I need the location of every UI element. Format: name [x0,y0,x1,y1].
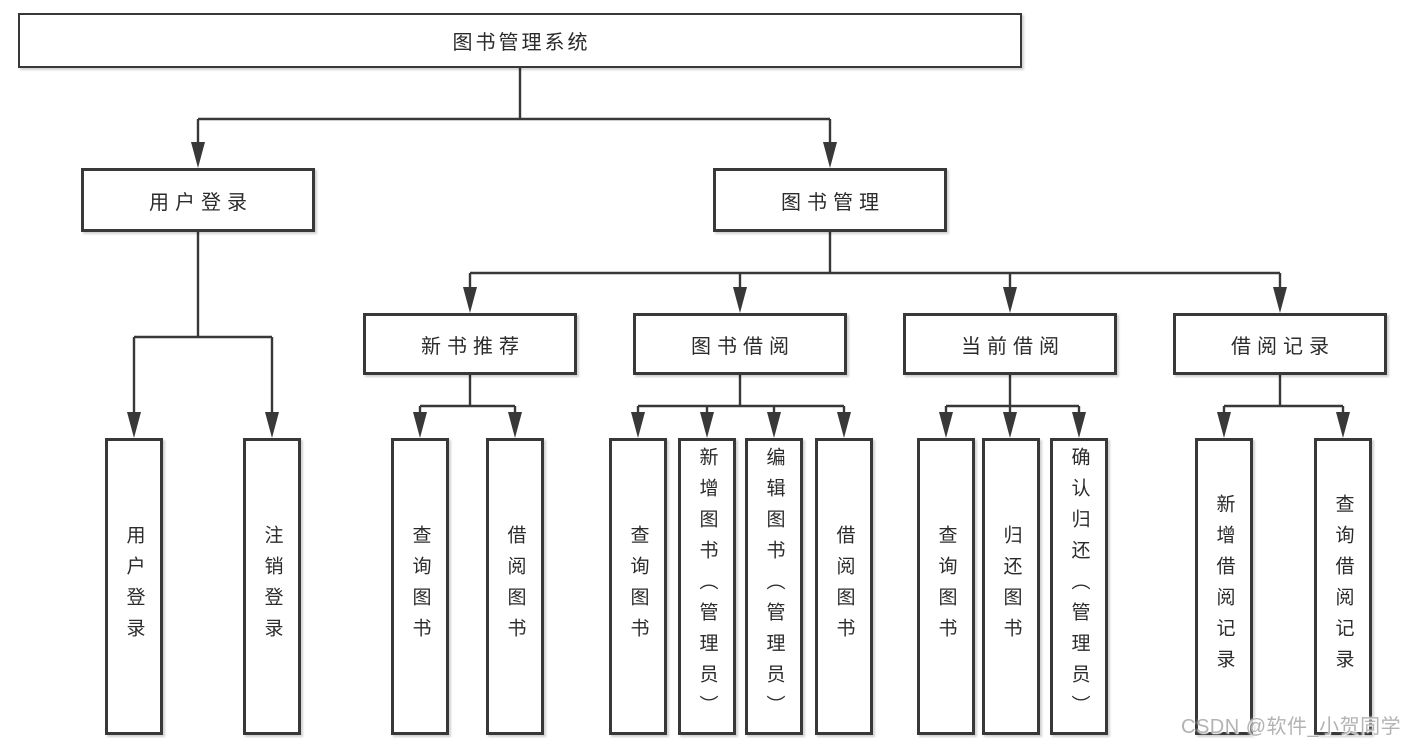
leaf-query-books-current: 查询图书 [917,438,975,735]
leaf-label: 查询图书 [627,524,649,649]
leaf-label: 归还图书 [1000,524,1022,649]
leaf-label: 借阅图书 [833,524,855,649]
node-root-system: 图书管理系统 [18,13,1022,68]
node-label: 借阅记录 [1231,335,1335,358]
node-label: 用户登录 [149,191,253,214]
leaf-label: 用户登录 [123,524,145,649]
leaf-borrow-books: 借阅图书 [815,438,873,735]
node-label: 图书管理系统 [452,32,591,54]
leaf-borrow-books-recommend: 借阅图书 [486,438,544,735]
leaf-label: 注销登录 [261,524,283,649]
leaf-label: 新增图书（管理员） [696,447,718,726]
leaf-add-borrow-record: 新增借阅记录 [1195,438,1253,735]
tree-edges [132,68,1345,416]
leaf-label: 新增借阅记录 [1213,493,1235,680]
node-borrow-records: 借阅记录 [1173,313,1387,375]
node-current-borrow: 当前借阅 [903,313,1117,375]
node-user-login: 用户登录 [81,168,315,232]
leaf-query-borrow-record: 查询借阅记录 [1314,438,1372,735]
node-label: 当前借阅 [961,335,1065,358]
leaf-label: 查询图书 [935,524,957,649]
leaf-label: 借阅图书 [504,524,526,649]
leaf-label: 查询图书 [409,524,431,649]
leaf-confirm-return-admin: 确认归还（管理员） [1050,438,1108,735]
node-label: 图书借阅 [691,335,795,358]
csdn-watermark: CSDN @软件_小贺同学 [1181,716,1402,738]
leaf-return-books: 归还图书 [982,438,1040,735]
leaf-label: 编辑图书（管理员） [763,447,785,726]
node-book-management: 图书管理 [713,168,947,232]
node-label: 新书推荐 [421,335,525,358]
leaf-add-books-admin: 新增图书（管理员） [678,438,736,735]
leaf-user-login: 用户登录 [105,438,163,735]
node-label: 图书管理 [781,191,885,214]
leaf-label: 确认归还（管理员） [1068,447,1090,726]
leaf-query-books-recommend: 查询图书 [391,438,449,735]
leaf-label: 查询借阅记录 [1332,493,1354,680]
arrowhead-icons [127,142,1350,438]
node-book-borrow: 图书借阅 [633,313,847,375]
leaf-edit-books-admin: 编辑图书（管理员） [745,438,803,735]
node-new-book-recommend: 新书推荐 [363,313,577,375]
leaf-query-books-borrow: 查询图书 [609,438,667,735]
leaf-logout: 注销登录 [243,438,301,735]
